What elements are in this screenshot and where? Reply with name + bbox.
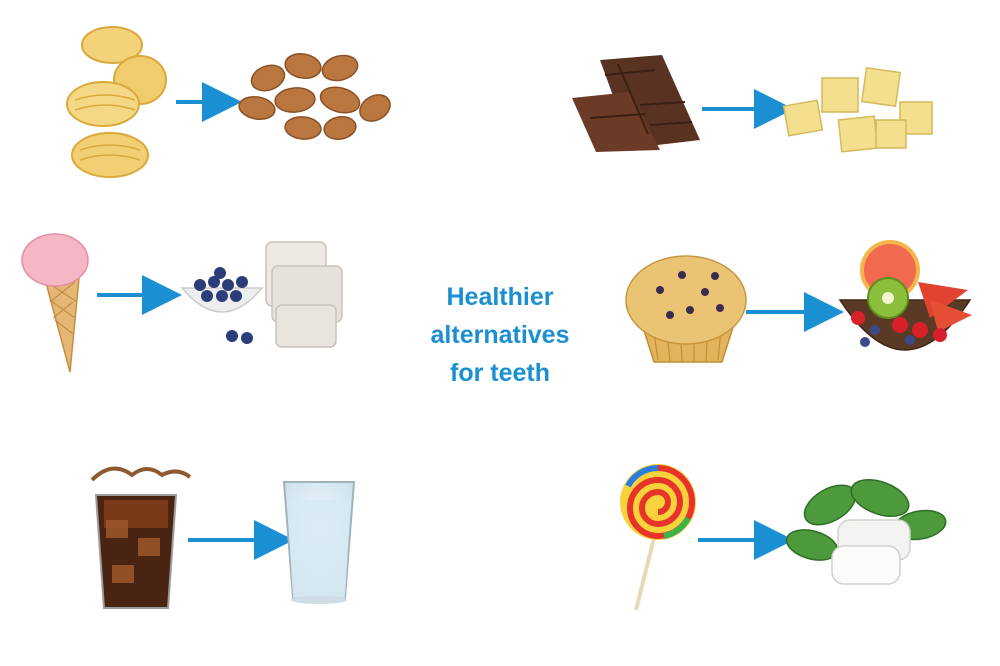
water-glass-image <box>282 481 356 604</box>
almonds-image <box>238 53 391 140</box>
ice-cream-cone-image <box>21 233 89 373</box>
title-line-3: for teeth <box>450 359 550 387</box>
chips-image <box>66 26 167 178</box>
cheese-cubes-image <box>782 66 933 153</box>
chocolate-bar-image <box>572 55 700 152</box>
fruit-bowl-image <box>838 240 972 351</box>
lollipop-image <box>620 464 696 611</box>
blueberry-muffin-image <box>625 255 747 363</box>
title-line-1: Healthier <box>446 283 554 311</box>
title-line-2: alternatives <box>430 321 570 349</box>
cola-glass-image <box>90 466 192 609</box>
mint-gum-image <box>785 479 947 585</box>
blueberries-and-yogurt-bars-image <box>180 241 343 348</box>
page-title: Healthier alternatives for teeth <box>395 278 605 392</box>
